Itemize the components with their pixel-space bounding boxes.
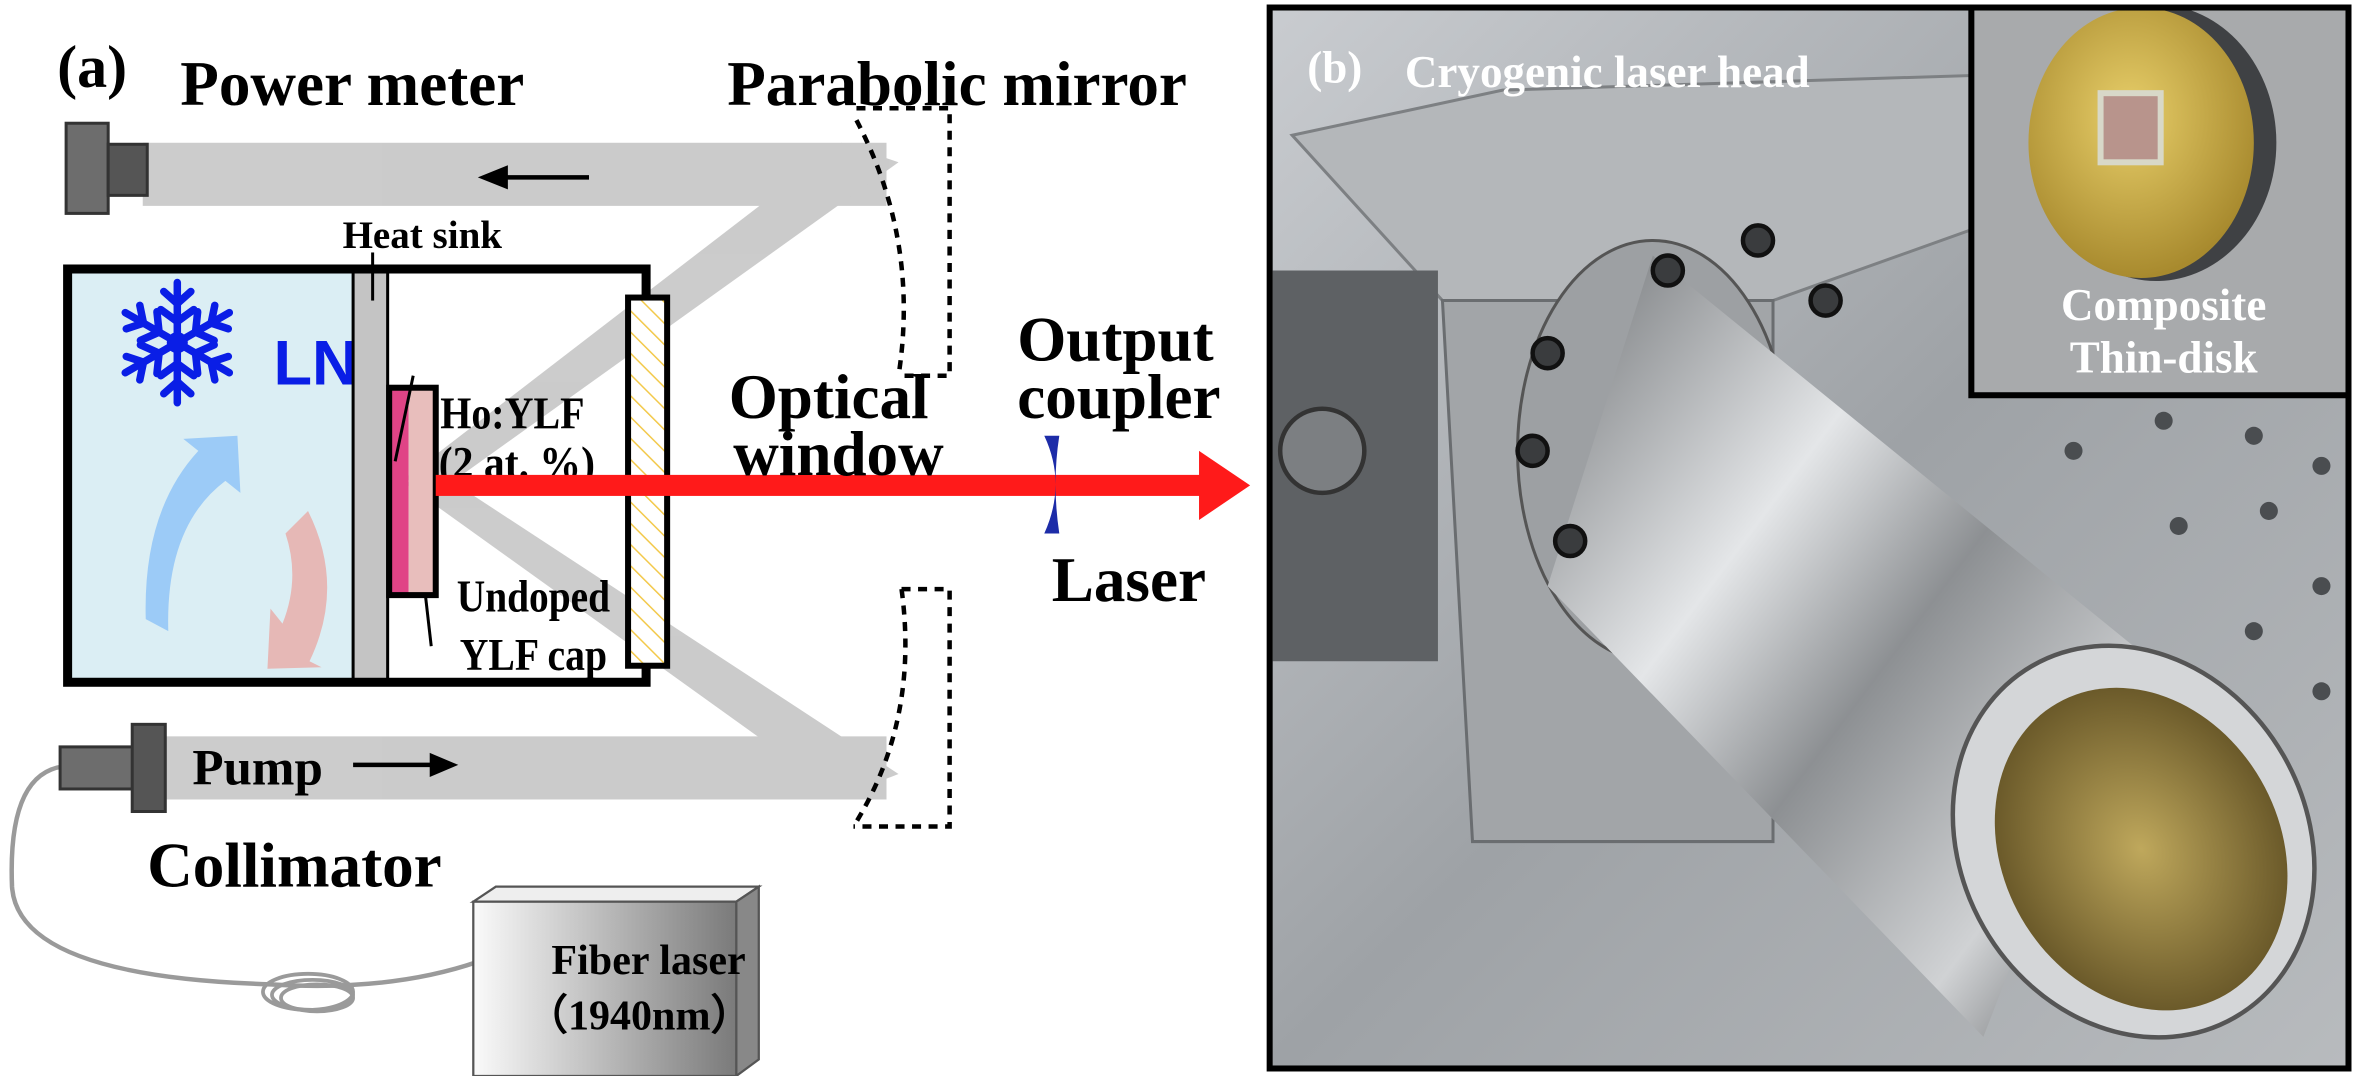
fiber-laser-label: Fiber laser xyxy=(551,938,745,984)
ln-label: LN xyxy=(273,329,357,399)
panel-b-tag: (b) xyxy=(1307,43,1362,93)
inset-label-2: Thin-disk xyxy=(2070,333,2258,383)
window-label-2: window xyxy=(733,419,944,489)
screw-icons xyxy=(1515,223,1843,559)
thin-disk-inset: Composite Thin-disk xyxy=(1968,4,2352,399)
arrow-left-icon xyxy=(477,165,589,190)
parabolic-mirror-label: Parabolic mirror xyxy=(727,49,1187,119)
snowflake-icon xyxy=(117,278,238,403)
fiber-laser-box: Fiber laser （1940nm） xyxy=(469,884,763,1076)
pump-label: Pump xyxy=(192,739,323,796)
fiber-coil xyxy=(261,971,355,1014)
crystal-label-1: Ho:YLF xyxy=(440,388,584,438)
warm-flow-arrow-icon xyxy=(267,510,328,669)
panel-a-tag: (a) xyxy=(57,34,127,101)
window-label-1: Optical xyxy=(729,362,929,432)
heat-sink-label: Heat sink xyxy=(343,214,503,257)
fiber-laser-wavelength: （1940nm） xyxy=(526,992,753,1039)
laser-beam xyxy=(435,450,1251,520)
cap-label-2: YLF cap xyxy=(460,630,607,680)
collimator-device xyxy=(58,722,167,814)
output-coupler-lens xyxy=(1044,435,1060,534)
panel-b-photo: (b) Cryogenic laser head Composite Thin-… xyxy=(1266,4,2352,1072)
panel-b-title: Cryogenic laser head xyxy=(1405,47,1810,97)
heat-sink xyxy=(351,267,390,684)
cap-label-1: Undoped xyxy=(457,572,610,622)
coupler-label-2: coupler xyxy=(1017,362,1220,432)
undoped-cap xyxy=(408,387,436,596)
optical-fiber xyxy=(9,764,479,989)
cryostat: LN Heat sink Ho:YLF (2 at. %) Undoped YL… xyxy=(63,214,671,687)
ho-ylf-crystal xyxy=(389,387,409,596)
laser-label: Laser xyxy=(1052,545,1206,615)
panel-a-schematic: (a) Power meter Parabolic mirror xyxy=(9,34,1251,1076)
inset-label-1: Composite xyxy=(2061,280,2266,330)
collimator-label: Collimator xyxy=(147,831,441,901)
composite-disk-chip xyxy=(2097,90,2164,166)
cold-flow-arrow-icon xyxy=(145,435,241,632)
arrow-right-icon xyxy=(353,752,459,777)
coupler-label-1: Output xyxy=(1017,305,1213,375)
parabolic-mirror-bottom xyxy=(851,586,952,829)
power-meter-device xyxy=(64,121,149,215)
cryogenic-tube xyxy=(1515,223,2317,1040)
parabolic-mirror-top xyxy=(854,105,952,378)
power-meter-label: Power meter xyxy=(180,49,524,119)
